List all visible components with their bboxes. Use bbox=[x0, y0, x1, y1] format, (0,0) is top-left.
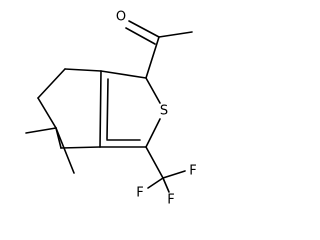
bond-cf3-f-left bbox=[147, 177, 164, 189]
bond-c1-carbonyl bbox=[145, 36, 160, 79]
bond-methyl-a bbox=[25, 127, 57, 134]
oxygen-label: O bbox=[116, 10, 126, 25]
bond-c7-c7a bbox=[60, 146, 101, 149]
bond-c5-c6 bbox=[37, 97, 57, 129]
bond-c4-c5 bbox=[37, 68, 66, 99]
bond-c3a-c7a-inner bbox=[106, 78, 109, 140]
fluorine-bottom-label: F bbox=[167, 193, 174, 208]
molecule-structure: O S F F F bbox=[25, 10, 197, 208]
bond-s-c3 bbox=[145, 118, 161, 148]
bond-c3a-c7a bbox=[99, 70, 102, 148]
fluorine-top-label: F bbox=[189, 164, 196, 179]
bond-c3a-c4 bbox=[64, 68, 102, 72]
bond-c3-cf3 bbox=[145, 146, 164, 179]
bond-carbonyl-methyl bbox=[158, 31, 193, 38]
bond-methyl-b bbox=[55, 127, 75, 174]
fluorine-left-label: F bbox=[136, 186, 143, 201]
bond-c3a-c1 bbox=[100, 70, 147, 79]
sulfur-label: S bbox=[160, 104, 168, 119]
bond-cf3-f-bottom bbox=[162, 177, 170, 193]
bond-carbonyl-o bbox=[128, 20, 160, 38]
bond-carbonyl-o-double bbox=[125, 27, 156, 45]
bond-cf3-f-top bbox=[162, 170, 186, 179]
bond-c1-s bbox=[145, 77, 161, 104]
